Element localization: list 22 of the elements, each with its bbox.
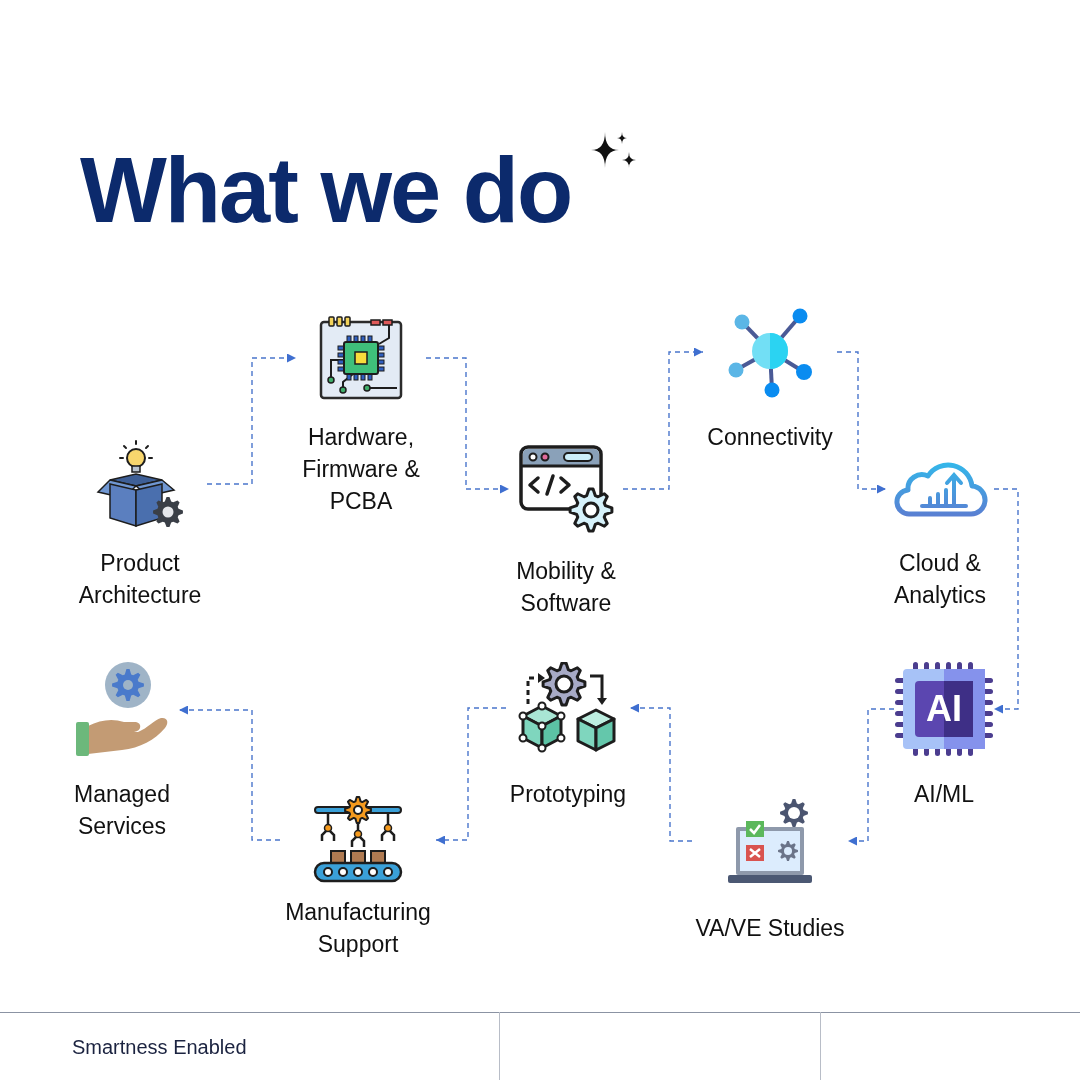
- service-label: Manufacturing Support: [284, 898, 432, 959]
- dashed-arrow: [993, 488, 1019, 714]
- service-label: Cloud & Analytics: [892, 549, 987, 610]
- service-label: Hardware, Firmware & PCBA: [301, 423, 421, 516]
- page-title: What we do: [80, 144, 572, 236]
- dashed-arrow: [206, 353, 297, 485]
- service-label: Prototyping: [509, 780, 627, 809]
- service-label: Product Architecture: [77, 549, 203, 610]
- chip-label: AI: [926, 691, 962, 727]
- service-label: Mobility & Software: [515, 557, 617, 618]
- dashed-arrow: [435, 707, 507, 845]
- dashed-arrow: [178, 705, 281, 841]
- dashed-arrow: [425, 357, 510, 494]
- dashed-arrow: [836, 351, 887, 494]
- service-label: VA/VE Studies: [695, 914, 845, 943]
- dashed-arrow: [622, 347, 704, 490]
- dashed-arrow: [629, 703, 693, 842]
- dashed-arrow: [847, 708, 895, 846]
- service-label: AI/ML: [913, 780, 975, 809]
- service-label: Managed Services: [73, 780, 171, 841]
- tagline: Smartness Enabled: [72, 1037, 247, 1057]
- service-label: Connectivity: [707, 423, 833, 452]
